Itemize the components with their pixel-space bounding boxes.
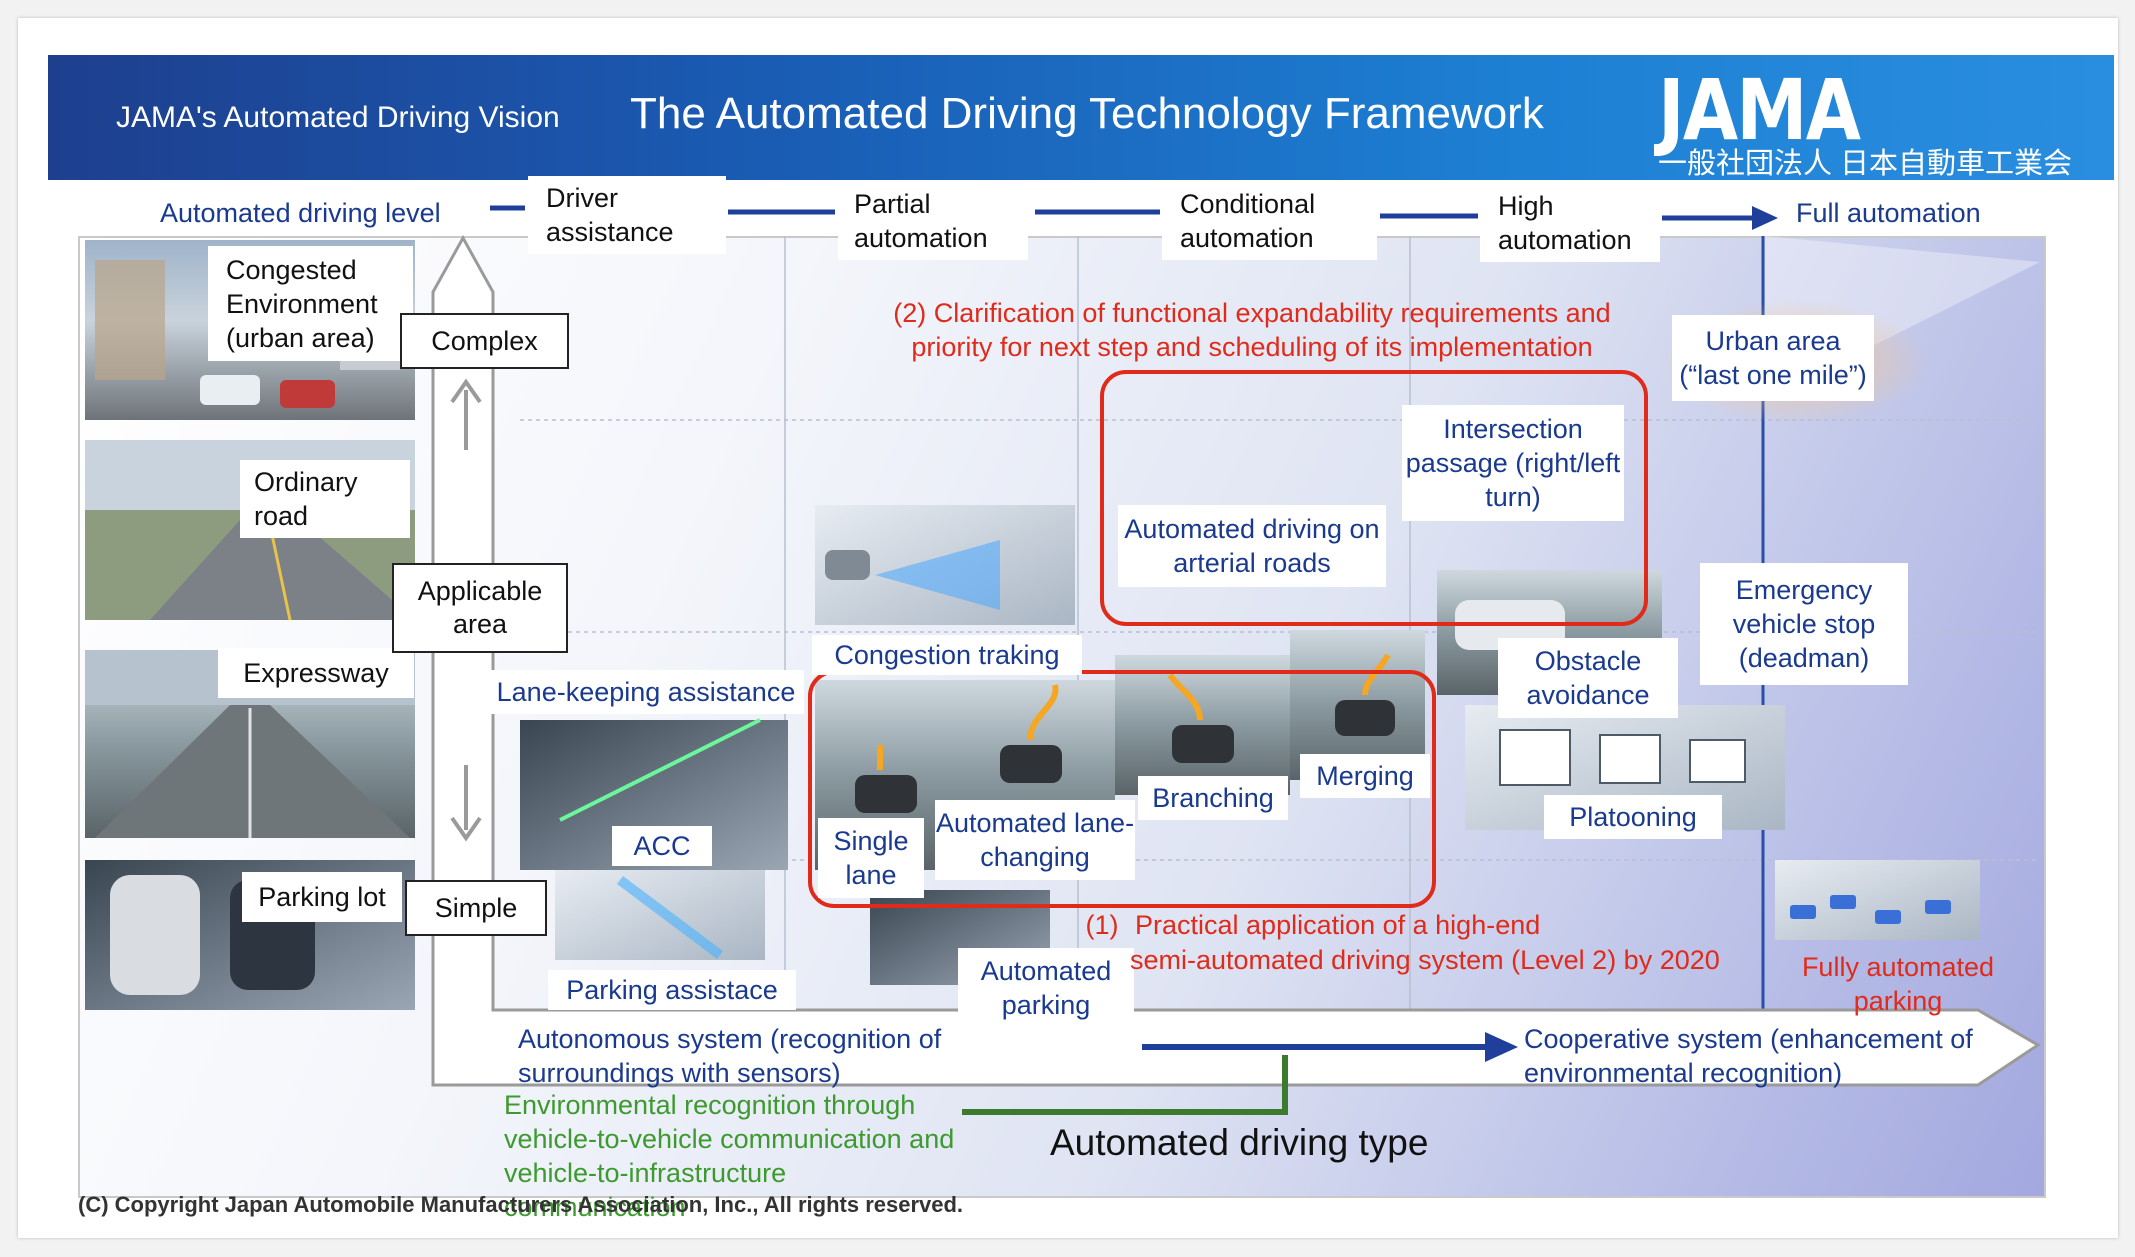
func-automated-parking: Automated parking [958, 948, 1134, 1028]
note-clarification: (2) Clarification of functional expandab… [893, 298, 1611, 362]
complex-simple-arrows [450, 378, 482, 842]
parking-cars-icon [1790, 895, 1951, 924]
congestion-car-icon [825, 550, 870, 580]
area-simple: Simple [405, 880, 547, 936]
level-partial-automation: Partial automation [838, 182, 1028, 260]
copyright-text: (C) Copyright Japan Automobile Manufactu… [78, 1192, 964, 1217]
func-automated-lane-changing: Automated lane-changing [935, 800, 1135, 880]
level-full-automation: Full automation [1796, 198, 1981, 228]
func-single-lane: Single lane [818, 818, 924, 898]
func-congestion-traking: Congestion traking [812, 635, 1082, 675]
note-level2-line2: semi-automated driving system (Level 2) … [1130, 945, 1720, 975]
func-acc: ACC [612, 826, 712, 866]
v2x-connector [962, 1055, 1288, 1115]
applicable-area-arrow [431, 234, 2041, 1087]
header-subtitle: JAMA's Automated Driving Vision [116, 101, 560, 134]
area-expressway: Expressway [218, 648, 414, 698]
func-fully-automated-parking: Fully automated parking [1801, 952, 1995, 1016]
level2-highlight-box [808, 670, 1436, 908]
type-environmental: Environmental recognition through vehicl… [504, 1090, 955, 1222]
lane-keeping-line-icon [559, 718, 761, 822]
conditional-highlight-box [1100, 370, 1648, 626]
area-parking-lot: Parking lot [242, 872, 402, 922]
level-driver-assistance: Driver assistance [528, 176, 726, 254]
parking-assist-beam-icon [617, 876, 723, 959]
area-congested: Congested Environment (urban area) [208, 246, 413, 361]
func-emergency-stop: Emergency vehicle stop (deadman) [1700, 563, 1908, 685]
photo-fully-parking [1775, 860, 1980, 940]
func-lane-keeping: Lane-keeping assistance [488, 670, 804, 714]
func-branching: Branching [1138, 776, 1288, 820]
type-axis-label: Automated driving type [1050, 1122, 1429, 1163]
cooperative-arrow-head [1485, 1032, 1518, 1062]
level-axis-line [490, 205, 1755, 221]
header-title: The Automated Driving Technology Framewo… [630, 89, 1544, 138]
func-urban-last-mile: Urban area (“last one mile”) [1672, 315, 1874, 401]
level-conditional-automation: Conditional automation [1162, 182, 1377, 260]
header-banner: JAMA's Automated Driving Vision The Auto… [48, 55, 2114, 180]
type-autonomous: Autonomous system (recognition of surrou… [518, 1024, 942, 1088]
func-obstacle-avoidance: Obstacle avoidance [1498, 638, 1678, 718]
jama-logo-japanese: 一般社団法人 日本自動車工業会 [1658, 148, 2073, 180]
truck-icons [1499, 729, 1746, 786]
func-arterial-roads: Automated driving on arterial roads [1118, 505, 1386, 587]
level-axis-label: Automated driving level [160, 198, 441, 228]
area-complex: Complex [400, 313, 569, 369]
func-parking-assist: Parking assistace [548, 970, 796, 1010]
note-level2-number: (1) [1085, 910, 1119, 940]
func-intersection-passage: Intersection passage (right/left turn) [1402, 405, 1624, 521]
level-arrow-head [1752, 206, 1778, 230]
type-cooperative: Cooperative system (enhancement of envir… [1524, 1024, 1973, 1088]
area-applicable: Applicable area [392, 563, 568, 653]
congestion-beam-icon [875, 540, 1000, 610]
func-merging: Merging [1300, 754, 1430, 798]
jama-logo: JAMA [1658, 61, 1861, 159]
note-level2-line1: Practical application of a high-end [1135, 910, 1541, 940]
level-high-automation: High automation [1480, 184, 1660, 262]
func-platooning: Platooning [1544, 795, 1722, 839]
area-ordinary-road: Ordinary road [240, 460, 410, 538]
